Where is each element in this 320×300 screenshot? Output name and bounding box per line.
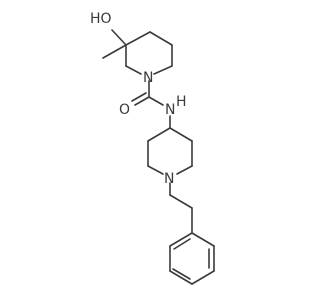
bond [147, 165, 164, 175]
bond [102, 44, 127, 59]
bond [169, 127, 193, 142]
bond [111, 29, 127, 46]
bond [191, 232, 215, 247]
bond [134, 96, 150, 106]
bond [125, 31, 151, 46]
bond [173, 238, 191, 250]
bond [172, 268, 191, 280]
bond [169, 270, 193, 285]
bonds [102, 29, 215, 285]
bond [148, 96, 164, 106]
bond [169, 194, 193, 209]
molecule-diagram: HO N O H N N [90, 11, 215, 285]
amide-nitrogen-label: N [165, 102, 175, 118]
bond [191, 270, 215, 285]
bond [149, 31, 173, 46]
piperidine2-nitrogen-label: N [164, 171, 174, 187]
hydroxyl-label: HO [90, 11, 112, 27]
bond [125, 65, 142, 75]
bond [153, 65, 173, 75]
amide-hydrogen-label: H [176, 94, 187, 110]
bond [147, 127, 171, 142]
atom-labels: HO N O H N N [90, 11, 187, 187]
bond [131, 92, 147, 102]
carbonyl-oxygen-label: O [119, 102, 130, 118]
bond [169, 232, 193, 247]
bond [176, 165, 193, 175]
piperidine-nitrogen-label: N [143, 70, 153, 86]
